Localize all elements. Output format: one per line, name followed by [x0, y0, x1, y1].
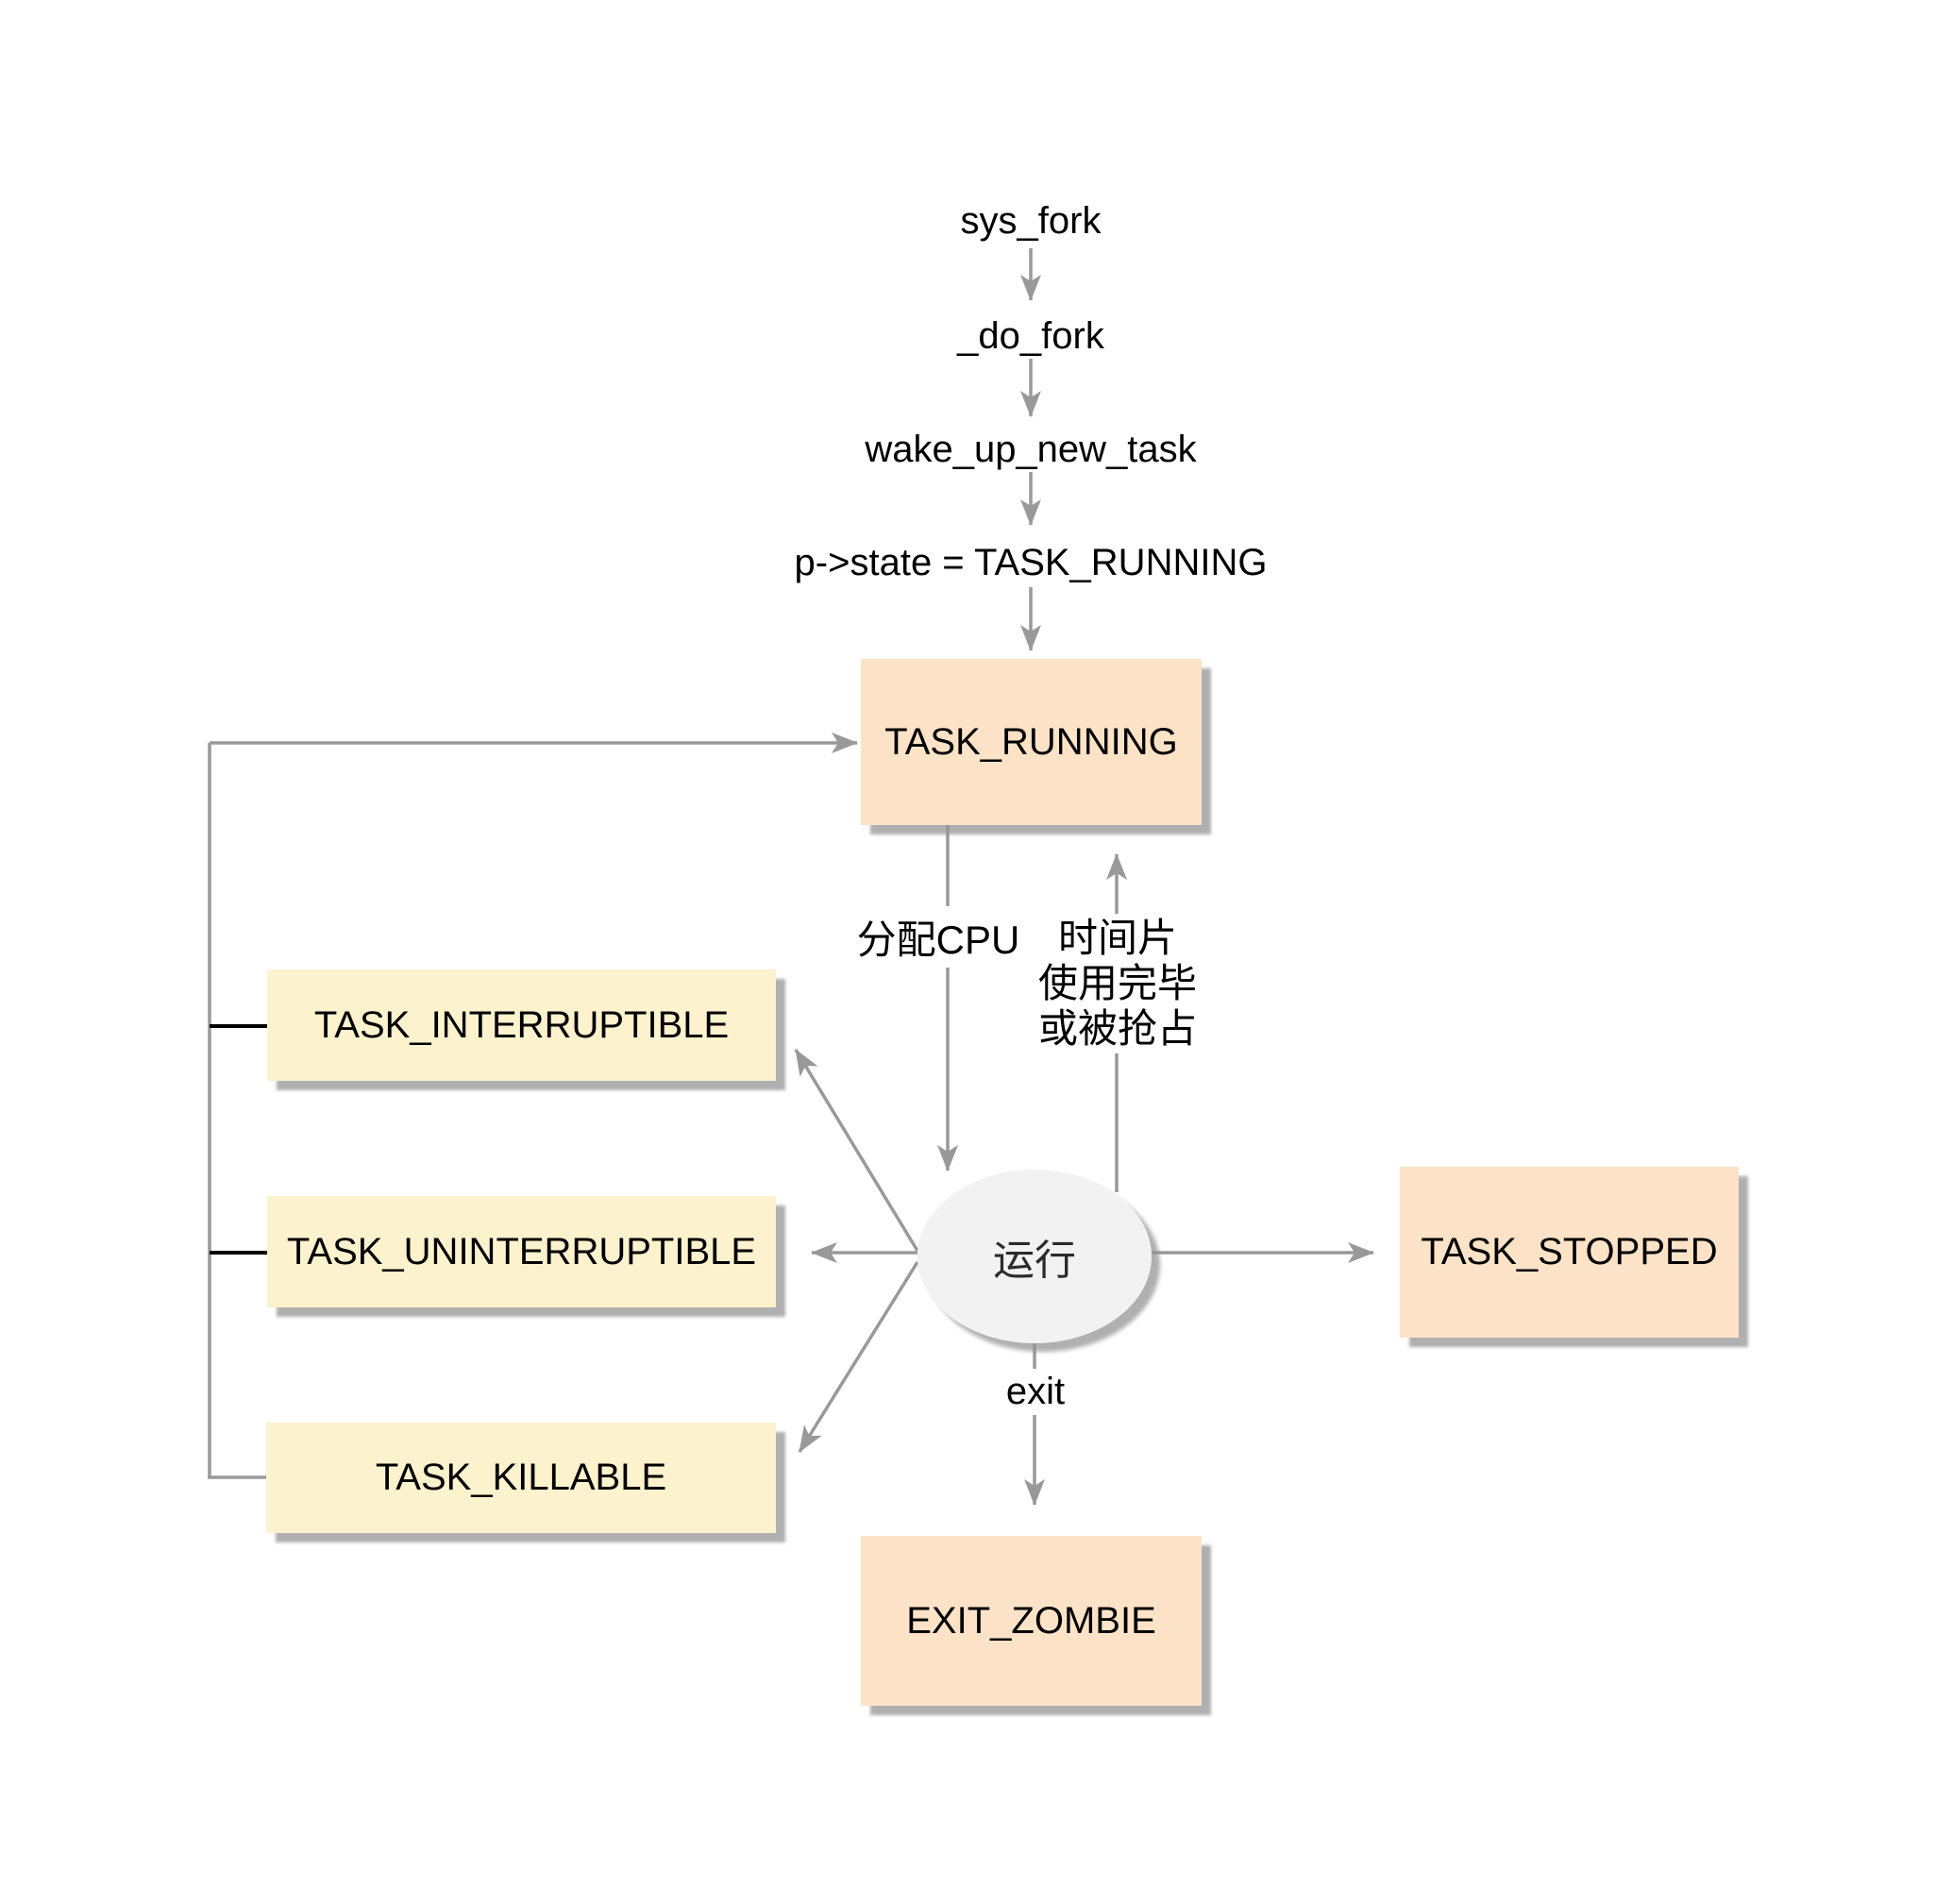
edge-label-timeslice-line1: 时间片 — [1057, 916, 1178, 960]
flow-step-do-fork: _do_fork — [957, 315, 1104, 357]
state-box-task-running: TASK_RUNNING — [861, 659, 1202, 825]
edge-label-exit: exit — [1000, 1369, 1071, 1415]
edge-label-timeslice-line3: 或被抢占 — [1037, 1006, 1198, 1051]
edge-label-allocate-cpu: 分配CPU — [850, 906, 1026, 968]
ellipse-running-on-cpu: 运行 — [917, 1170, 1152, 1343]
state-box-exit-zombie: EXIT_ZOMBIE — [861, 1536, 1202, 1706]
edge-label-timeslice-line2: 使用完毕 — [1037, 961, 1198, 1005]
arrow-to-killable — [798, 1261, 919, 1453]
edge-label-timeslice: 时间片 使用完毕 或被抢占 — [1032, 914, 1203, 1053]
flow-step-wake-up-new-task: wake_up_new_task — [865, 429, 1197, 470]
flow-step-sys-fork: sys_fork — [960, 200, 1102, 242]
state-box-task-killable: TASK_KILLABLE — [266, 1423, 776, 1533]
state-box-task-uninterruptible: TASK_UNINTERRUPTIBLE — [267, 1196, 776, 1307]
state-box-task-interruptible: TASK_INTERRUPTIBLE — [267, 969, 776, 1081]
flow-step-pstate-assignment: p->state = TASK_RUNNING — [794, 542, 1268, 583]
arrow-to-interruptible — [794, 1049, 919, 1252]
state-box-task-stopped: TASK_STOPPED — [1400, 1167, 1739, 1338]
